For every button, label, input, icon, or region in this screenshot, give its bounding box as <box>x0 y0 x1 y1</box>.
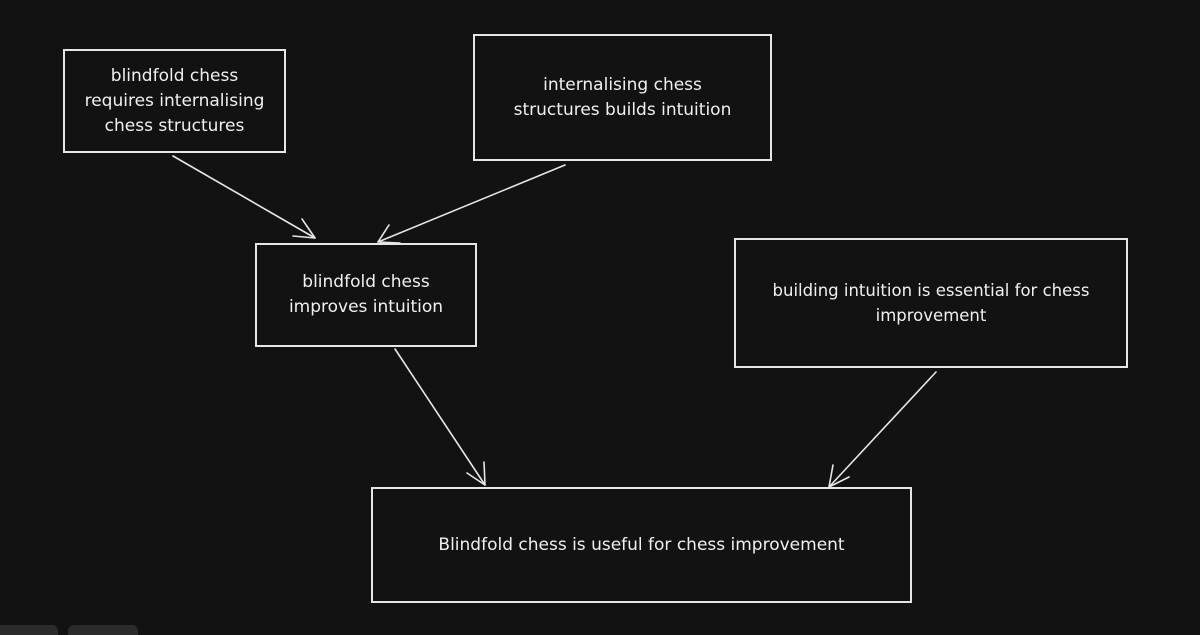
toolbar-tab-right[interactable] <box>68 625 138 635</box>
arrow-n2-to-n3 <box>377 164 566 244</box>
node-blindfold-improves-intuition[interactable]: blindfold chess improves intuition <box>255 243 477 347</box>
arrow-n1-to-n3 <box>172 155 316 239</box>
toolbar-tab-left[interactable] <box>0 625 58 635</box>
arrow-n3-to-n5 <box>394 348 486 486</box>
node-blindfold-requires-internalising[interactable]: blindfold chess requires internalising c… <box>63 49 286 153</box>
node-intuition-essential-for-improvement[interactable]: building intuition is essential for ches… <box>734 238 1128 368</box>
node-internalising-builds-intuition[interactable]: internalising chess structures builds in… <box>473 34 772 161</box>
arrow-n4-to-n5 <box>828 371 937 488</box>
node-blindfold-useful-conclusion[interactable]: Blindfold chess is useful for chess impr… <box>371 487 912 603</box>
